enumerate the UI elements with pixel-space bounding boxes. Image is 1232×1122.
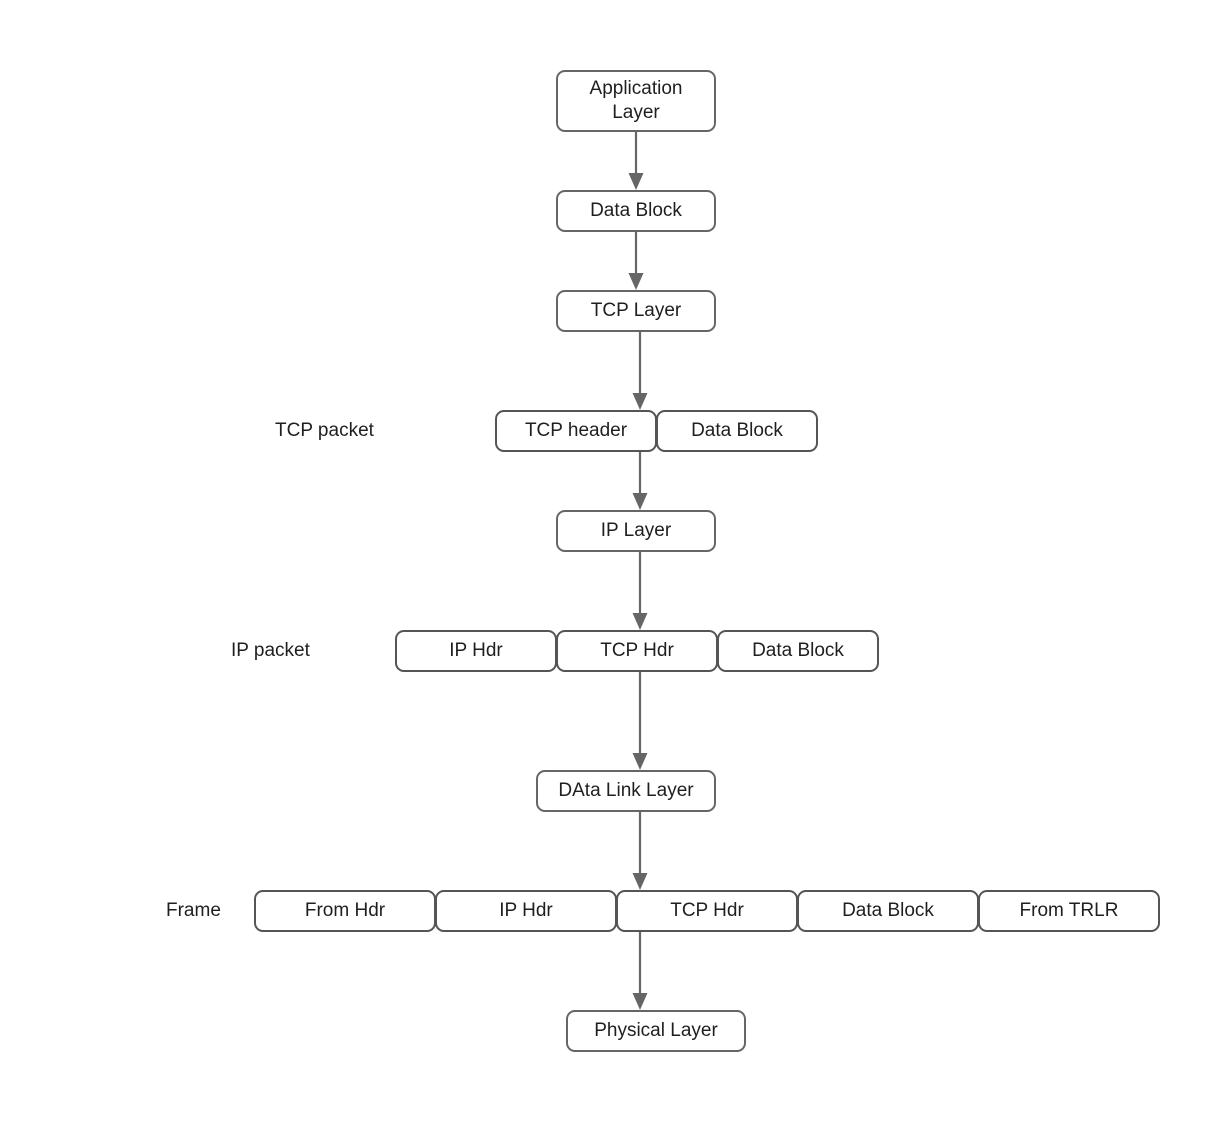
packet-cell-tcp-packet-1[interactable]: Data Block (656, 410, 818, 452)
arrow-frame-to-physical-layer (632, 932, 648, 1010)
node-ip-layer[interactable]: IP Layer (556, 510, 716, 552)
arrow-application-to-data-block (628, 132, 644, 190)
row-label-tcp-packet: TCP packet (275, 420, 374, 441)
node-data-block[interactable]: Data Block (556, 190, 716, 232)
node-application-layer[interactable]: Application Layer (556, 70, 716, 132)
row-label-frame: Frame (166, 900, 221, 921)
arrow-tcp-layer-to-tcp-packet (632, 332, 648, 410)
packet-cell-ip-packet-1[interactable]: TCP Hdr (556, 630, 718, 672)
packet-cell-tcp-packet-0[interactable]: TCP header (495, 410, 657, 452)
packet-cell-frame-4[interactable]: From TRLR (978, 890, 1160, 932)
packet-cell-frame-0[interactable]: From Hdr (254, 890, 436, 932)
packet-cell-frame-3[interactable]: Data Block (797, 890, 979, 932)
arrow-tcp-packet-to-ip-layer (632, 452, 648, 510)
arrow-data-link-layer-to-frame (632, 812, 648, 890)
arrow-ip-packet-to-data-link-layer (632, 672, 648, 770)
node-physical-layer[interactable]: Physical Layer (566, 1010, 746, 1052)
node-tcp-layer[interactable]: TCP Layer (556, 290, 716, 332)
arrow-data-block-to-tcp-layer (628, 232, 644, 290)
arrow-ip-layer-to-ip-packet (632, 552, 648, 630)
row-label-ip-packet: IP packet (231, 640, 310, 661)
packet-cell-frame-2[interactable]: TCP Hdr (616, 890, 798, 932)
packet-cell-ip-packet-0[interactable]: IP Hdr (395, 630, 557, 672)
packet-cell-ip-packet-2[interactable]: Data Block (717, 630, 879, 672)
node-data-link-layer[interactable]: DAta Link Layer (536, 770, 716, 812)
packet-cell-frame-1[interactable]: IP Hdr (435, 890, 617, 932)
